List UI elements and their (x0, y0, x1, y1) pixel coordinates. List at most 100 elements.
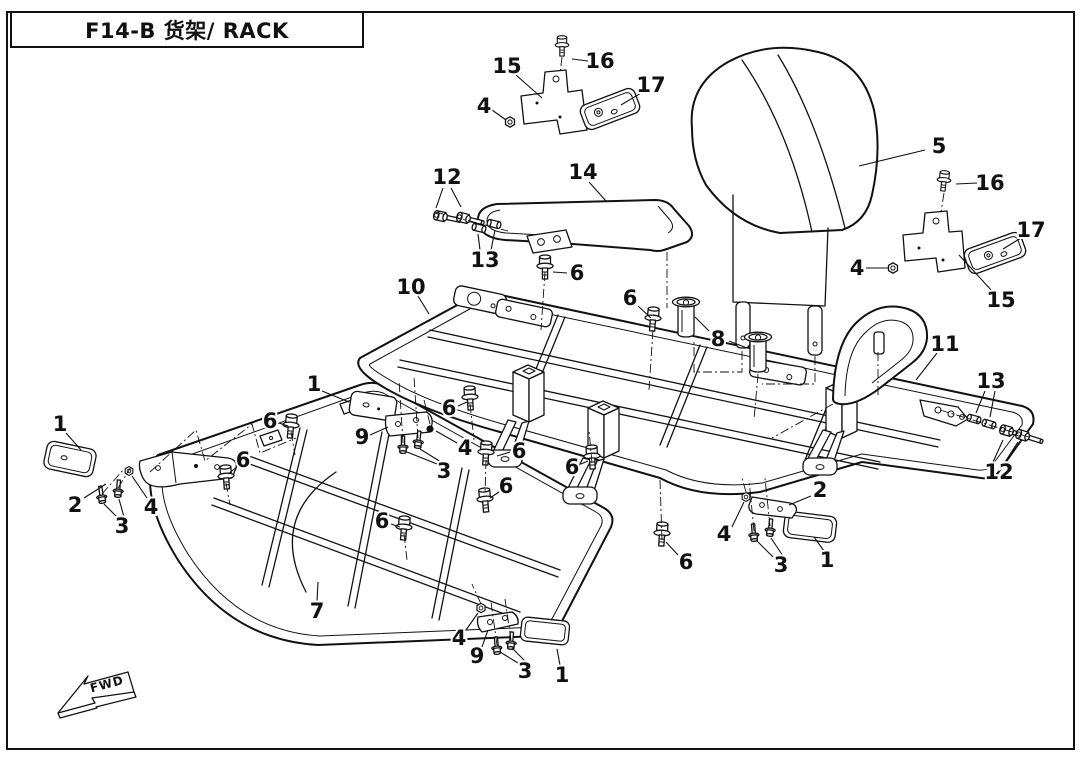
leader-line-12 (992, 439, 1004, 463)
part-callout-1: 1 (820, 548, 835, 572)
leader-line-14 (588, 181, 607, 202)
leader-line-1 (65, 432, 82, 451)
part-callout-13: 13 (976, 369, 1005, 393)
leader-line-6 (552, 271, 568, 274)
backrest-part-5 (690, 46, 879, 356)
assembly-lines (101, 56, 1033, 646)
leader-line-6 (457, 401, 468, 407)
part-callout-5: 5 (932, 134, 947, 158)
page-title: F14-B 货架/ RACK (85, 18, 289, 43)
grab-handle-part-11 (832, 305, 969, 427)
part-callout-17: 17 (1016, 218, 1045, 242)
leader-line-6 (390, 523, 401, 528)
part-callout-4: 4 (452, 626, 467, 650)
leader-line-6 (496, 451, 511, 457)
part-callout-6: 6 (499, 474, 514, 498)
leader-line-4 (131, 475, 148, 499)
leader-line-12 (450, 187, 462, 208)
part-callout-2: 2 (68, 493, 83, 517)
leader-line-11 (915, 352, 938, 381)
rear-rack-part-10 (357, 285, 1035, 505)
leader-line-13 (490, 229, 496, 251)
bracket-part-2-right (748, 496, 798, 519)
part-callout-6: 6 (263, 409, 278, 433)
part-callout-3: 3 (518, 659, 533, 683)
part-callout-2: 2 (813, 478, 828, 502)
leader-line-13 (975, 390, 986, 414)
leader-line-5 (858, 149, 926, 167)
part-callout-6: 6 (679, 550, 694, 574)
part-callout-3: 3 (774, 553, 789, 577)
part-callout-6: 6 (512, 439, 527, 463)
leader-line-16 (955, 182, 978, 185)
part-callout-9: 9 (470, 644, 485, 668)
part-callout-11: 11 (930, 332, 959, 356)
leader-line-3 (419, 448, 442, 463)
leader-line-6 (580, 460, 589, 465)
part-callout-6: 6 (565, 455, 580, 479)
part-callout-14: 14 (568, 160, 597, 184)
part-callout-1: 1 (53, 412, 68, 436)
part-callout-4: 4 (458, 436, 473, 460)
reflector-part-1-bottom (519, 616, 571, 646)
leader-line-3 (103, 503, 118, 518)
reflector-part-17-left (579, 87, 641, 131)
part-callout-4: 4 (717, 522, 732, 546)
leader-line-8 (694, 316, 710, 332)
leader-line-4 (435, 430, 458, 444)
bracket-part-2-left (138, 451, 237, 488)
part-callout-9: 9 (355, 425, 370, 449)
leader-line-3 (499, 651, 519, 664)
part-callout-6: 6 (570, 261, 585, 285)
leader-line-6 (665, 541, 679, 556)
grab-handle-part-14 (476, 199, 693, 254)
leader-line-1 (556, 648, 561, 666)
part-callout-12: 12 (432, 165, 461, 189)
leader-line-3 (406, 451, 438, 465)
leader-line-7 (316, 581, 319, 602)
part-callout-6: 6 (623, 286, 638, 310)
part-callout-7: 7 (310, 599, 325, 623)
part-callout-15: 15 (492, 54, 521, 78)
leader-line-3 (118, 498, 125, 518)
leader-line-17 (1002, 237, 1022, 250)
part-callout-8: 8 (711, 327, 726, 351)
leader-line-13 (989, 390, 996, 418)
leader-line-4 (731, 501, 745, 528)
leader-line-15 (515, 74, 543, 99)
leader-line-4 (491, 109, 507, 121)
leader-line-2 (788, 495, 812, 506)
bracket-part-15-right (902, 210, 966, 273)
page-border (6, 11, 1075, 750)
nuts-part-4 (124, 116, 899, 614)
fwd-direction-marker: FWD (57, 671, 137, 719)
reflector-part-1-rear-right (782, 511, 838, 543)
part-callout-6: 6 (236, 448, 251, 472)
leader-line-4 (465, 612, 479, 631)
leader-line-1 (813, 536, 825, 552)
leader-line-2 (83, 483, 107, 499)
part-callout-4: 4 (850, 256, 865, 280)
part-callout-10: 10 (396, 275, 425, 299)
leader-line-6 (278, 422, 289, 427)
leader-line-9 (369, 426, 389, 436)
leader-line-9 (481, 629, 489, 648)
leader-line-12 (435, 187, 444, 209)
leader-line-3 (511, 647, 527, 663)
leader-line-17 (620, 92, 642, 106)
part-callout-3: 3 (437, 459, 452, 483)
part-callout-12: 12 (984, 460, 1013, 484)
leader-line-6 (637, 305, 652, 319)
leader-line-15 (958, 254, 993, 292)
leader-line-12 (1004, 441, 1019, 463)
part-callout-6: 6 (442, 396, 457, 420)
leader-line-10 (417, 295, 430, 315)
part-callout-17: 17 (636, 73, 665, 97)
leader-line-3 (756, 540, 774, 558)
bracket-part-15-left (520, 69, 588, 135)
part-callout-16: 16 (975, 171, 1004, 195)
reflector-part-1-mid-left (348, 390, 398, 422)
